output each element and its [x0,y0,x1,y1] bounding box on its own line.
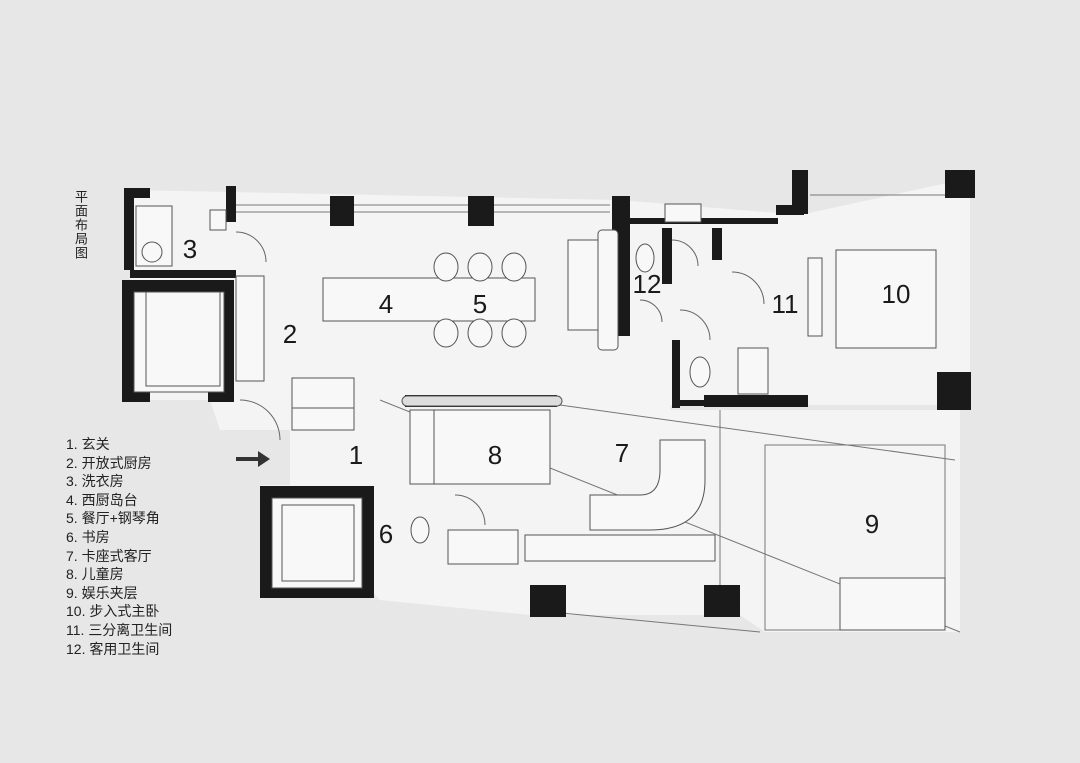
door-swings [235,231,765,526]
room-label: 4 [379,289,393,319]
chairs [141,241,711,544]
room-label: 11 [772,289,799,319]
room-label: 8 [488,440,502,470]
room-labels: 1 2 3 4 5 6 7 8 9 10 11 12 [183,234,911,549]
piano [401,229,619,407]
fixtures [133,203,946,631]
room-label: 2 [283,319,297,349]
legend-item: 9. 娱乐夹层 [66,584,138,601]
legend-item: 5. 餐厅+钢琴角 [66,510,160,527]
legend-item: 7. 卡座式客厅 [66,547,152,564]
plan-title: 平面布局图 [73,190,88,260]
room-label: 3 [183,234,197,264]
room-label: 1 [349,440,363,470]
room-label: 12 [633,269,662,299]
curved-stair [589,439,706,531]
legend-item: 11. 三分离卫生间 [66,621,173,638]
legend-item: 8. 儿童房 [66,566,124,583]
legend-item: 4. 西厨岛台 [66,491,138,508]
room-label: 10 [882,279,911,309]
room-label: 5 [473,289,487,319]
legend-item: 1. 玄关 [66,436,110,452]
room-label: 9 [865,509,879,539]
legend-item: 12. 客用卫生间 [66,640,160,657]
legend-item: 2. 开放式厨房 [66,454,152,471]
room-label: 7 [615,438,629,468]
legend-item: 6. 书房 [66,528,110,545]
room-label: 6 [379,519,393,549]
legend-item: 10. 步入式主卧 [66,603,160,620]
room-legend: 1. 玄关 2. 开放式厨房 3. 洗衣房 4. 西厨岛台 5. 餐厅+钢琴角 … [66,435,172,658]
legend-item: 3. 洗衣房 [66,473,124,490]
entry-arrow-icon [236,451,270,467]
